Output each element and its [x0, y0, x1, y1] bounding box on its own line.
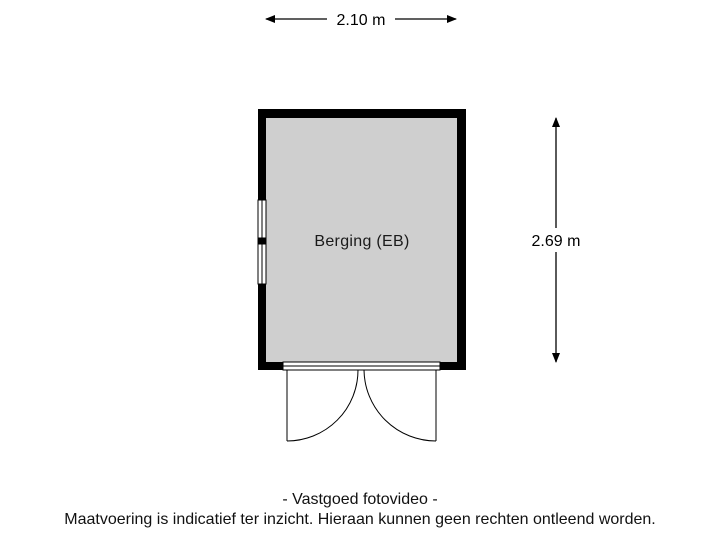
- walls: [258, 109, 466, 370]
- wall-top: [258, 109, 466, 118]
- wall-left-lower: [258, 284, 266, 370]
- door-swing-left: [286, 369, 359, 442]
- footer-credit: - Vastgoed fotovideo -: [282, 491, 438, 508]
- footer-disclaimer: Maatvoering is indicatief ter inzicht. H…: [64, 511, 656, 528]
- room-floor: [266, 117, 458, 362]
- wall-bottom-left: [258, 362, 283, 370]
- height-dimension: 2.69 m: [532, 117, 581, 363]
- wall-right: [457, 109, 466, 370]
- door-threshold: [282, 361, 441, 371]
- double-door: [286, 369, 437, 442]
- height-dimension-label: 2.69 m: [532, 233, 581, 250]
- door-swing-right: [363, 369, 437, 442]
- wall-bottom-right: [440, 362, 466, 370]
- width-dimension: 2.10 m: [265, 12, 457, 29]
- window-left: [257, 199, 267, 285]
- width-dimension-label: 2.10 m: [337, 12, 386, 29]
- wall-left-upper: [258, 109, 266, 200]
- room-label: Berging (EB): [314, 233, 409, 250]
